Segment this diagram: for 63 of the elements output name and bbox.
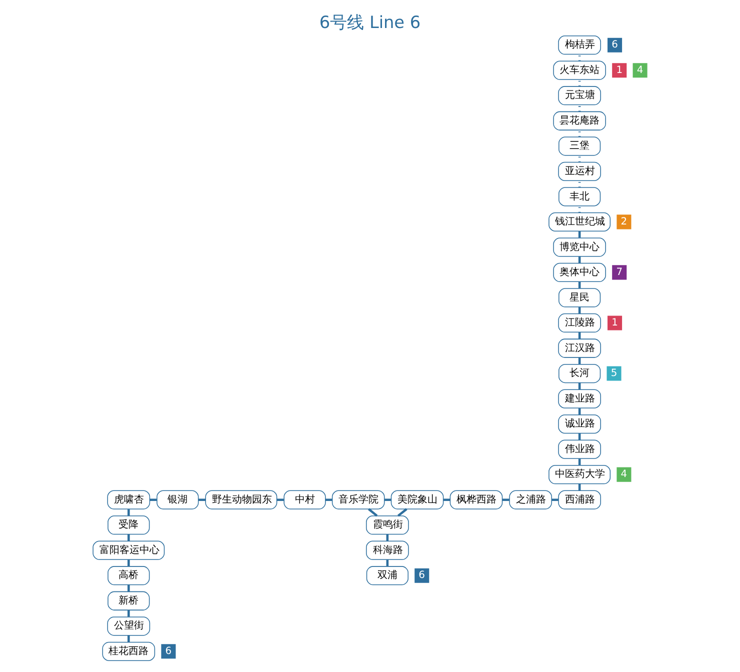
- node-label: 2: [620, 216, 628, 228]
- node-box: 科海路: [366, 540, 409, 560]
- node-box: 虎啸杏: [107, 490, 150, 510]
- node-box: 枸桔弄: [558, 36, 601, 55]
- node-box: 公望街: [107, 616, 150, 636]
- connector: [384, 498, 392, 501]
- node-label: 6: [612, 40, 618, 51]
- node-box: 星民: [558, 288, 601, 308]
- connector: [128, 610, 130, 617]
- node-box: 野生动物园东: [205, 490, 278, 510]
- node-box: 博览中心: [553, 238, 606, 257]
- node-box: 中医药大学: [548, 465, 611, 484]
- node-box: 诚业路: [558, 414, 601, 434]
- node-box: 中村: [284, 490, 326, 510]
- node-box: 江汉路: [558, 338, 601, 358]
- connector: [325, 498, 332, 501]
- node-box: 亚运村: [558, 162, 601, 181]
- node-box: 银湖: [156, 490, 199, 510]
- node-box: 高桥: [108, 566, 150, 586]
- connector: [198, 498, 206, 501]
- node-box: 枫桦西路: [450, 490, 503, 510]
- node-box: 霞鸣街: [366, 516, 409, 535]
- connector: [128, 585, 130, 592]
- node-box: 之浦路: [509, 490, 552, 510]
- connector: [128, 534, 130, 542]
- connector: [128, 509, 130, 516]
- node-box: 建业路: [558, 389, 601, 408]
- node-box: 火车东站: [553, 60, 606, 80]
- node-box: 新桥: [108, 591, 150, 610]
- connector: [368, 508, 378, 517]
- connector: [552, 498, 558, 501]
- connector: [128, 560, 130, 566]
- node-box: 长河: [558, 364, 601, 384]
- connector: [502, 498, 510, 501]
- node-label: 5: [610, 368, 618, 380]
- connector: [397, 508, 408, 517]
- node-label: 1: [616, 64, 623, 76]
- connector: [276, 498, 284, 501]
- node-box: 钱江世纪城: [548, 212, 611, 232]
- node-label: 4: [620, 469, 628, 480]
- node-box: 三堡: [558, 136, 601, 156]
- node-box: 受降: [108, 516, 150, 535]
- node-box: 昙花庵路: [553, 111, 606, 130]
- node-box: 富阳客运中心: [92, 540, 165, 560]
- node-box: 元宝塘: [558, 86, 601, 106]
- node-box: 江陵路: [558, 313, 601, 333]
- connector: [444, 498, 450, 501]
- node-box: 西浦路: [558, 490, 601, 510]
- diagram-title: 6号线 Line 6: [319, 12, 421, 32]
- node-box: 音乐学院: [332, 490, 385, 510]
- node-label: 4: [636, 64, 644, 76]
- connector: [150, 498, 157, 501]
- node-box: 奥体中心: [553, 262, 606, 282]
- node-box: 双浦: [366, 566, 408, 586]
- node-box: 桂花西路: [102, 642, 156, 661]
- node-box: 丰北: [558, 187, 601, 206]
- connector: [128, 636, 130, 642]
- node-label: 6: [418, 570, 426, 582]
- node-box: 美院象山: [390, 490, 444, 510]
- node-label: 7: [616, 267, 623, 278]
- node-label: 1: [612, 318, 618, 329]
- node-label: 6: [165, 646, 172, 658]
- node-box: 伟业路: [558, 440, 601, 459]
